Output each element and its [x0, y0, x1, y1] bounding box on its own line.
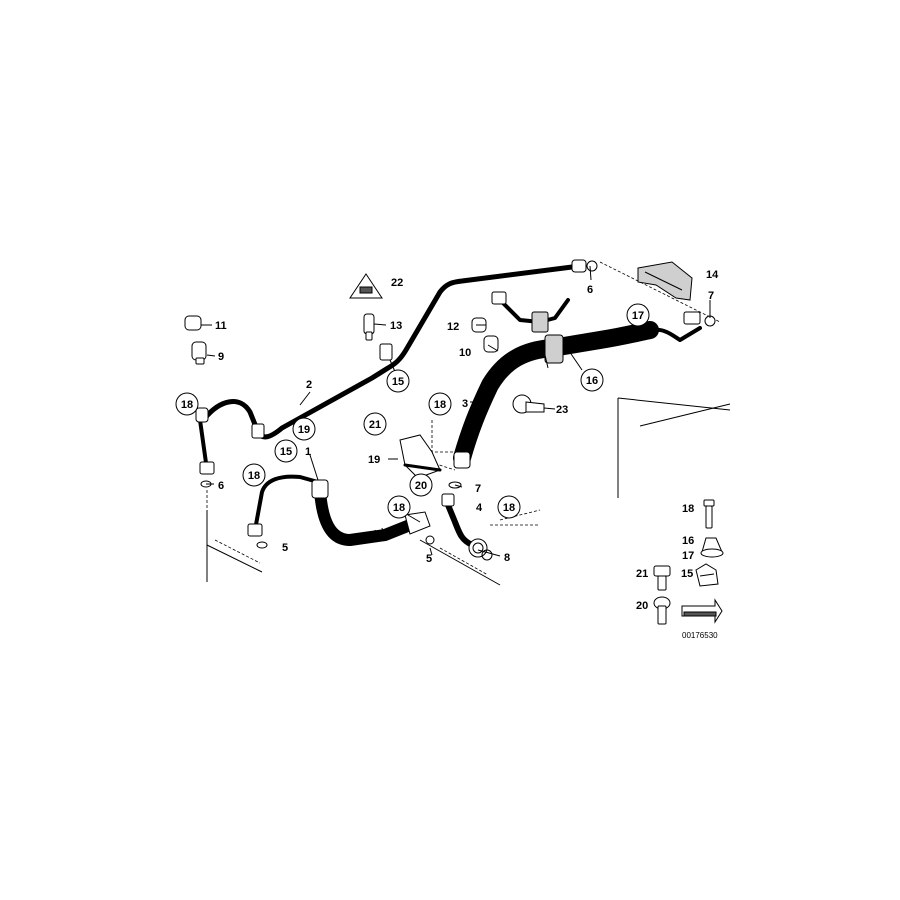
- warning-label-22[interactable]: [349, 273, 383, 299]
- callout-5-mid: 5: [426, 553, 432, 565]
- valve-assembly-16[interactable]: [491, 291, 570, 369]
- pipe-2[interactable]: [195, 259, 587, 475]
- legend-label-17: 17: [682, 550, 694, 562]
- callout-17: 17: [626, 303, 650, 327]
- svg-text:17: 17: [632, 310, 644, 322]
- callout-3: 3: [462, 398, 468, 410]
- svg-text:18: 18: [503, 502, 515, 514]
- callout-8: 8: [504, 552, 510, 564]
- callout-18-left: 18: [175, 392, 199, 416]
- svg-text:18: 18: [434, 399, 446, 411]
- svg-text:18: 18: [248, 470, 260, 482]
- callout-19-circled: 19: [292, 417, 316, 441]
- svg-text:15: 15: [392, 376, 404, 388]
- callout-18-right: 18: [497, 495, 521, 519]
- hose-1[interactable]: [247, 474, 431, 546]
- clip-icon: [695, 563, 719, 587]
- plain-callouts: 1 2 3 4 5 5 6 6 7 7 8 9 10 11 12 13 14 1…: [215, 269, 719, 565]
- callout-23: 23: [556, 404, 568, 416]
- sealing-ring-6-top[interactable]: [586, 260, 598, 272]
- pressure-switch-9[interactable]: [191, 341, 207, 365]
- callout-15-left: 15: [274, 439, 298, 463]
- hose-3[interactable]: [453, 321, 702, 469]
- callout-7-bottom: 7: [475, 483, 481, 495]
- pipe-4[interactable]: [441, 493, 493, 561]
- nut-icon: [700, 537, 724, 558]
- sealing-ring-5-left[interactable]: [256, 541, 268, 549]
- svg-text:16: 16: [586, 375, 598, 387]
- svg-text:15: 15: [280, 446, 292, 458]
- callout-16: 16: [580, 368, 604, 392]
- callout-10: 10: [459, 347, 471, 359]
- direction-arrow-icon: [681, 598, 723, 624]
- callout-18-hose3: 18: [428, 392, 452, 416]
- screw-icon: [653, 596, 671, 625]
- svg-text:18: 18: [393, 502, 405, 514]
- callout-9: 9: [218, 351, 224, 363]
- reference-lines: [206, 261, 731, 586]
- callout-2: 2: [306, 379, 312, 391]
- callout-21: 21: [363, 412, 387, 436]
- legend-label-20: 20: [636, 600, 648, 612]
- callout-22: 22: [391, 277, 403, 289]
- callout-14: 14: [706, 269, 719, 281]
- callout-7-top: 7: [708, 290, 714, 302]
- clamp-23[interactable]: [512, 394, 545, 414]
- svg-text:20: 20: [415, 480, 427, 492]
- callout-5-left: 5: [282, 542, 288, 554]
- callout-6-left: 6: [218, 480, 224, 492]
- bolt-icon: [703, 499, 715, 529]
- sensor-13[interactable]: [363, 313, 375, 341]
- legend-label-21: 21: [636, 568, 648, 580]
- leader-lines: [201, 265, 711, 557]
- svg-text:18: 18: [181, 399, 193, 411]
- svg-text:19: 19: [298, 424, 310, 436]
- hex-bolt-icon: [653, 565, 671, 591]
- legend-label-16: 16: [682, 535, 694, 547]
- sealing-ring-5-mid[interactable]: [425, 535, 435, 545]
- bracket-19[interactable]: [399, 434, 442, 479]
- callout-15-top: 15: [386, 369, 410, 393]
- callout-4: 4: [476, 502, 483, 514]
- fitting-17-top[interactable]: [683, 311, 701, 325]
- callout-11: 11: [215, 320, 227, 332]
- legend-label-15: 15: [681, 568, 693, 580]
- callout-12: 12: [447, 321, 459, 333]
- expansion-valve-cover[interactable]: [637, 261, 693, 301]
- hardware-legend: 18 16 17 21 15 20 00176530: [636, 499, 724, 640]
- callout-1: 1: [305, 446, 311, 458]
- callout-18-mid: 18: [387, 495, 411, 519]
- callout-18-hose1: 18: [242, 463, 266, 487]
- legend-label-18: 18: [682, 503, 694, 515]
- cap-11[interactable]: [184, 315, 202, 331]
- svg-text:21: 21: [369, 419, 381, 431]
- callout-19-plain: 19: [368, 454, 380, 466]
- valve-10[interactable]: [483, 335, 499, 353]
- callout-13: 13: [390, 320, 402, 332]
- callout-20: 20: [409, 473, 433, 497]
- circled-callouts: 15 15 19 16 17 18 18 18: [175, 303, 650, 519]
- drawing-number: 00176530: [682, 631, 718, 640]
- callout-6-top: 6: [587, 284, 593, 296]
